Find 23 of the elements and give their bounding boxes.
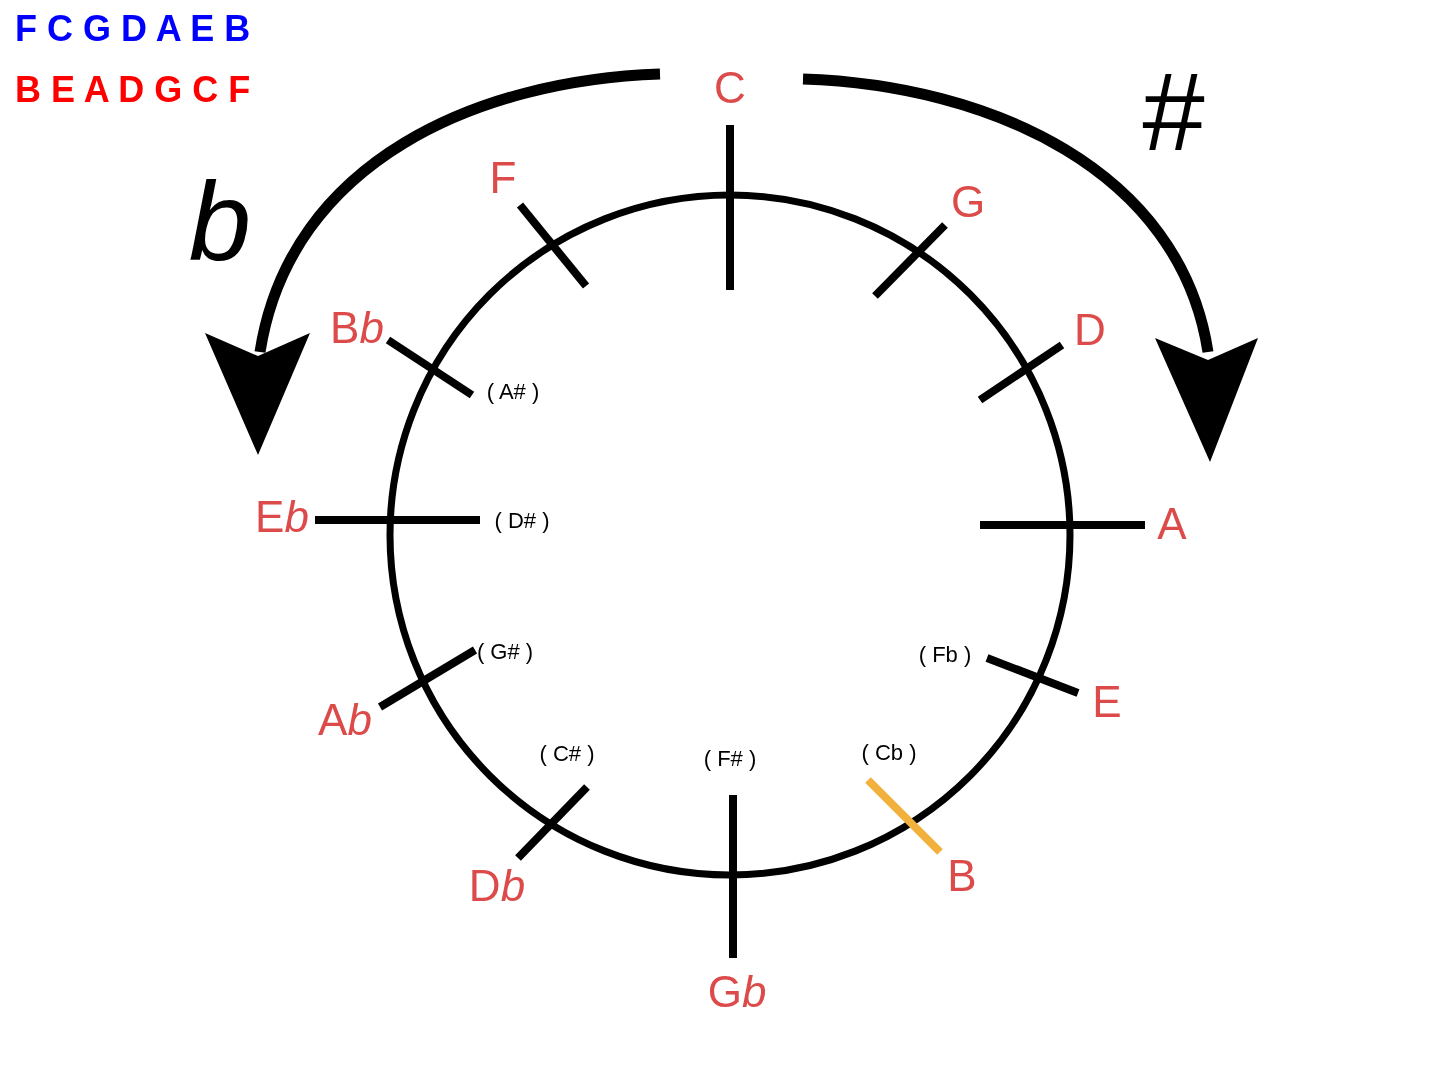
note-label: F (489, 156, 517, 200)
flat-sign: b (188, 166, 252, 278)
enharmonic-label: ( G# ) (476, 641, 534, 663)
note-label: Eb (255, 495, 309, 539)
note-sequence: F C G D A E B (15, 11, 251, 47)
sharp-sign: # (1140, 56, 1204, 168)
note-label: Db (468, 864, 526, 908)
enharmonic-label: ( Cb ) (861, 742, 917, 764)
note-label: E (1092, 680, 1122, 724)
enharmonic-label: ( D# ) (494, 510, 550, 532)
note-label: Gb (707, 970, 767, 1014)
note-label: Ab (318, 698, 372, 742)
enharmonic-label: ( C# ) (539, 743, 595, 765)
enharmonic-label: ( Fb ) (918, 644, 972, 666)
note-label: C (714, 66, 746, 110)
note-label: Bb (330, 306, 384, 350)
note-label: G (950, 180, 986, 224)
note-label: A (1157, 502, 1187, 546)
note-sequence: B E A D G C F (15, 72, 251, 108)
note-label: D (1074, 308, 1106, 352)
note-label: B (947, 854, 977, 898)
enharmonic-label: ( A# ) (486, 381, 540, 403)
enharmonic-label: ( F# ) (703, 748, 757, 770)
